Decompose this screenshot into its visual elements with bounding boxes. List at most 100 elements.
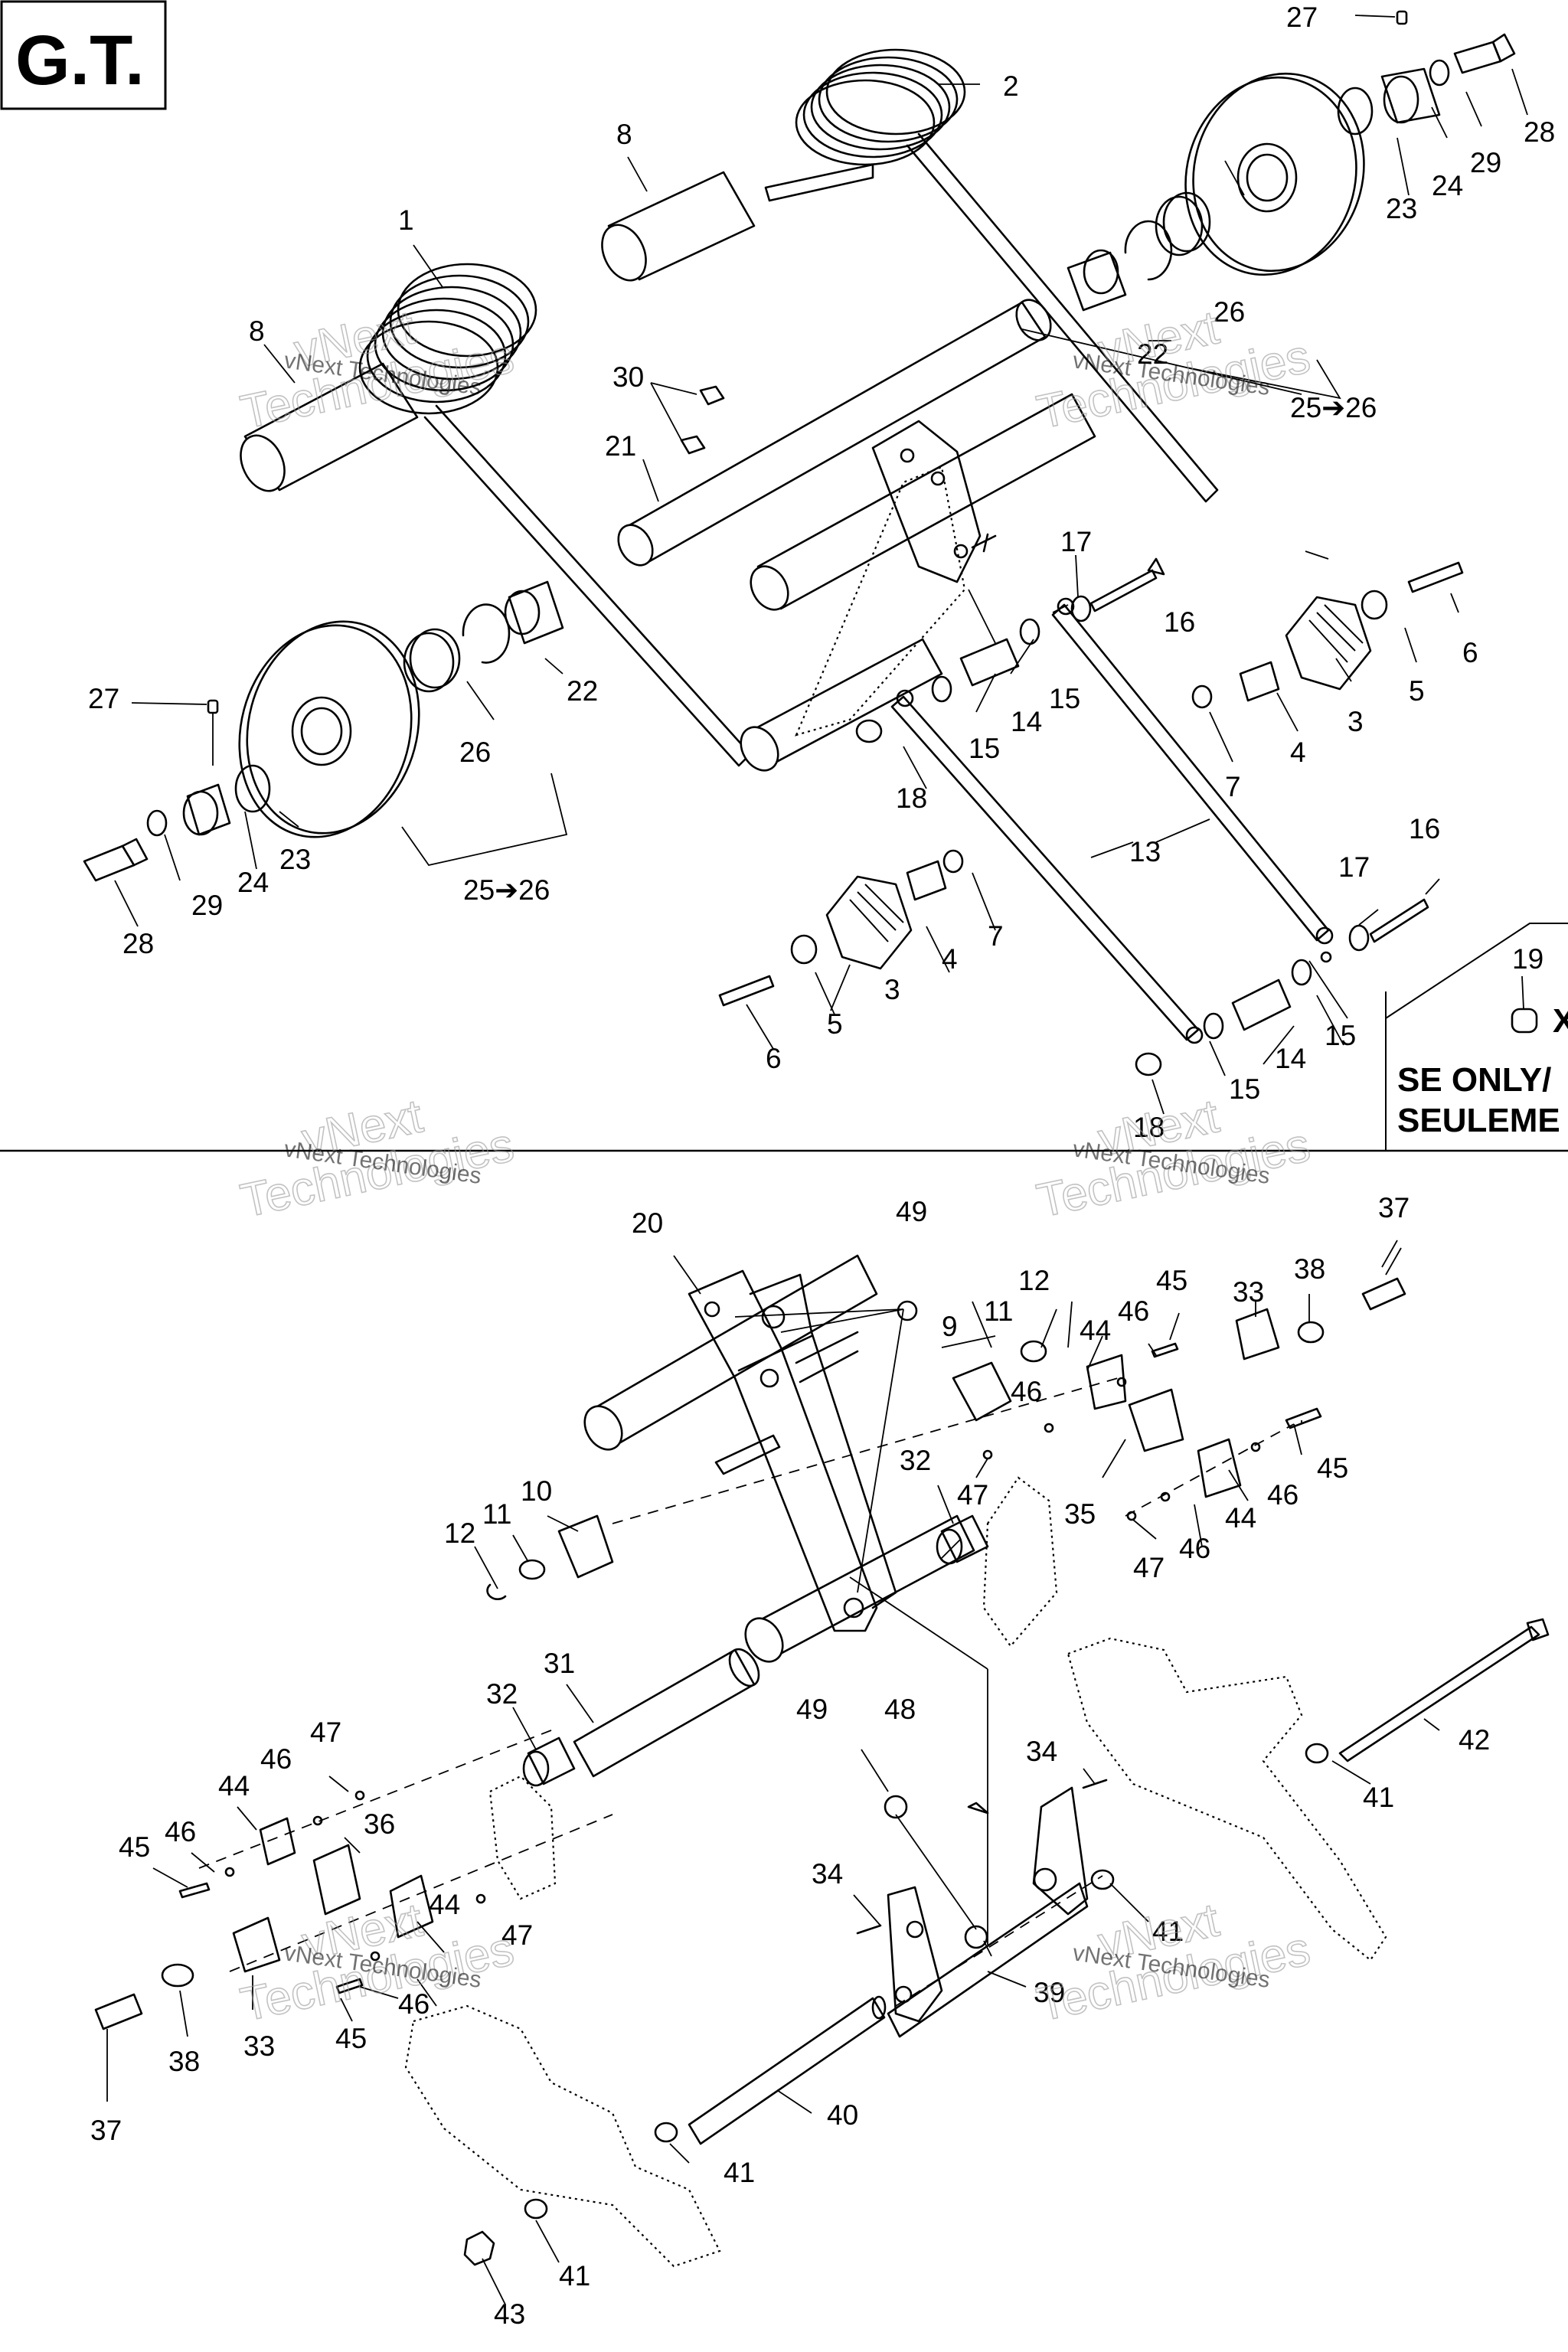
callout-21: 21 [605,430,636,462]
callout-47b: 47 [957,1479,988,1511]
callout-28b: 28 [122,928,154,959]
callout-47d: 47 [501,1919,533,1951]
sleeve-8-upper [601,171,756,282]
wheel-upper-right [1184,72,1365,276]
callout-41d: 41 [559,2260,590,2292]
callout-41a: 41 [1363,1782,1394,1813]
spring-2 [764,48,1219,503]
callout-34a: 34 [1026,1736,1057,1767]
callout-4b: 4 [942,943,958,975]
callout-29b: 29 [191,890,223,921]
callout-15d: 15 [1229,1073,1260,1105]
bushing-32-left [522,1736,576,1787]
slider-assembly-left [94,1514,614,2030]
sleeve-8-lower [240,362,419,492]
bushing-32-right [936,1514,989,1565]
callout-45a: 45 [1156,1265,1187,1296]
callout-27b: 27 [88,683,119,714]
lower-assembly: 20 49 12 11 9 44 46 45 33 38 37 46 45 46… [90,1192,1550,2330]
callout-33b: 33 [243,2030,275,2062]
callout-9: 9 [942,1311,958,1342]
callout-26b: 26 [459,737,491,768]
callout-12a: 12 [1018,1265,1050,1296]
callout-17b: 17 [1338,851,1370,883]
bolt-42 [1338,1618,1550,1762]
callout-14a: 14 [1011,706,1042,737]
callout-32b: 32 [486,1678,518,1710]
arm-assembly-upper [740,393,1096,772]
watermarks: vNext Technologies vNext Technologies vN… [236,300,1315,2032]
callout-27a: 27 [1286,2,1318,33]
callout-37a: 37 [1378,1192,1410,1223]
callout-6b: 6 [766,1043,782,1074]
lower-callouts: 20 49 12 11 9 44 46 45 33 38 37 46 45 46… [90,1192,1490,2330]
callout-15c: 15 [1325,1020,1356,1051]
callout-49b: 49 [796,1694,828,1725]
callout-38b: 38 [168,2046,200,2077]
callout-42: 42 [1459,1724,1490,1756]
callout-24a: 24 [1432,170,1463,201]
upper-leader-lines [114,68,1528,1115]
side-plates [404,1476,1387,2268]
callout-5a: 5 [1409,675,1425,707]
callout-48b: 48 [884,1694,916,1725]
callout-46g: 46 [398,1988,430,2020]
hub-parts-upper-right [1067,10,1516,312]
callout-15b: 15 [969,733,1000,764]
upper-callouts: 1 2 8 8 30 21 22 22 26 26 25➔26 25➔26 27… [88,2,1555,1143]
callout-23a: 23 [1386,193,1417,224]
callout-46e: 46 [260,1743,292,1775]
callout-35: 35 [1064,1498,1096,1530]
callout-33a: 33 [1233,1276,1264,1308]
callout-1: 1 [398,204,414,236]
callout-28a: 28 [1524,116,1555,148]
callout-19: 19 [1512,943,1544,975]
alignment-lines [198,1300,1295,2007]
callout-10: 10 [521,1475,552,1507]
hub-parts-lower-left [83,580,564,882]
callout-16b: 16 [1409,813,1440,844]
shaft-31 [573,1648,760,1778]
upper-assembly: 1 2 8 8 30 21 22 22 26 26 25➔26 25➔26 27… [83,2,1555,1143]
callout-11b: 11 [482,1498,511,1530]
callout-18b: 18 [1133,1112,1165,1143]
callout-22a: 22 [1137,338,1168,370]
callout-46f: 46 [165,1816,196,1847]
callout-23b: 23 [279,844,311,875]
wheel-lower-left [238,620,420,838]
callout-12b: 12 [444,1517,475,1549]
callout-46a: 46 [1118,1295,1149,1327]
se-only-note: SE ONLY/ SEULEME X [1385,923,1568,1151]
callout-4a: 4 [1290,737,1306,768]
shaft-21 [617,299,1052,567]
callout-34b: 34 [812,1858,843,1890]
callout-13: 13 [1129,836,1161,867]
callout-30: 30 [612,361,644,393]
callout-37b: 37 [90,2115,122,2146]
callout-46d: 46 [1179,1533,1210,1564]
note-line-2: SEULEME [1397,1102,1560,1139]
note-arrow-mark: X [1553,1002,1568,1040]
title-label: G.T. [15,21,145,100]
callout-14b: 14 [1275,1043,1306,1074]
callout-44b: 44 [1225,1502,1256,1534]
callout-11a: 11 [984,1295,1013,1327]
bolt-30 [650,382,725,455]
callout-46b: 46 [1011,1376,1042,1407]
callout-20: 20 [632,1207,663,1239]
callout-31: 31 [544,1648,575,1679]
callout-48a: 49 [896,1196,927,1227]
lower-leader-lines [106,1240,1440,2305]
callout-25-26b: 25➔26 [463,874,550,906]
spring-1 [358,263,752,767]
callout-45c: 45 [119,1831,150,1863]
callout-40: 40 [827,2099,858,2131]
callout-43: 43 [494,2298,525,2330]
callout-15a: 15 [1049,683,1080,714]
callout-8a: 8 [616,119,632,150]
arm-20 [583,1254,975,1663]
callout-8b: 8 [249,315,265,347]
title-box: G.T. [0,0,167,110]
callout-18a: 18 [896,782,927,814]
callout-7a: 7 [1225,771,1241,802]
